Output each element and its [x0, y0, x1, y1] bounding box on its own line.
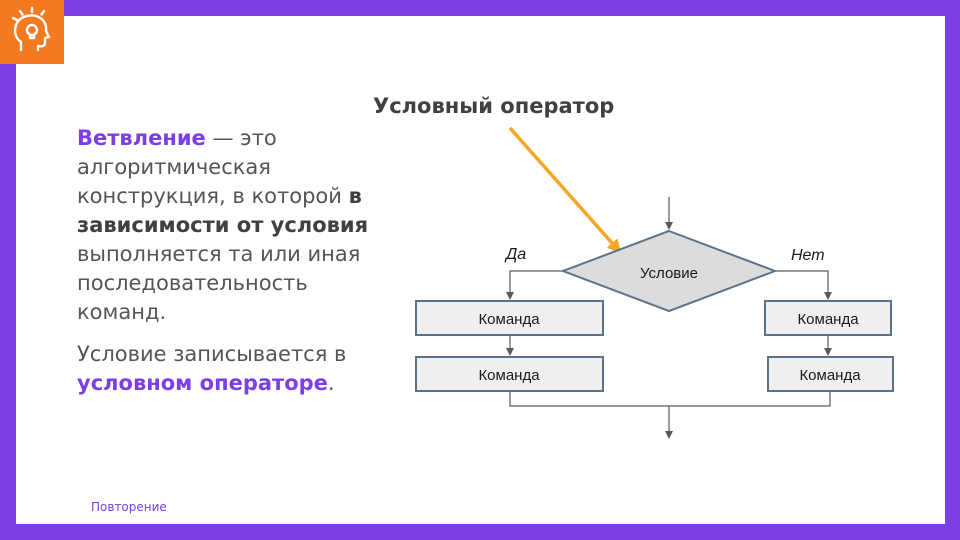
command-text-left-2: Команда: [478, 367, 540, 384]
footer-label: Повторение: [91, 500, 167, 514]
condition-text: Условие: [640, 265, 698, 282]
callout-label-text: Условный оператор: [373, 94, 615, 118]
definition-text: Ветвление — это алгоритмическая конструк…: [77, 124, 387, 398]
callout-label: Условный оператор: [373, 92, 614, 121]
condition-sentence-end: .: [327, 371, 335, 395]
definition-paragraph: Ветвление — это алгоритмическая конструк…: [77, 124, 387, 327]
yes-branch-connector: [506, 270, 563, 300]
command-box-left-1: [415, 300, 604, 336]
command-box-left-2: [415, 356, 604, 392]
definition-emphasis: в зависимости от условия: [77, 184, 369, 237]
term-branching: Ветвление: [77, 126, 206, 150]
condition-diamond: [560, 229, 778, 313]
no-label: Нет: [791, 247, 825, 264]
head-lightbulb-icon: [11, 6, 51, 52]
command-text-right-2: Команда: [799, 367, 861, 384]
term-conditional-operator: условном операторе: [77, 371, 328, 395]
command-text-right-1: Команда: [797, 311, 859, 328]
definition-part-1: — это алгоритмическая конструкция, в кот…: [77, 126, 349, 208]
no-branch-connector: [775, 270, 832, 300]
logo-badge: [0, 0, 64, 64]
condition-paragraph: Условие записывается в условном оператор…: [77, 340, 387, 398]
command-box-right-1: [764, 300, 892, 336]
command-box-right-2: [767, 356, 894, 392]
yes-label: Да: [504, 246, 526, 263]
condition-sentence-start: Условие записывается в: [77, 342, 347, 366]
merge-connector: [509, 391, 831, 407]
definition-part-2: выполняется та или иная последовательнос…: [77, 242, 361, 324]
slide-canvas: [16, 16, 945, 524]
command-text-left-1: Команда: [478, 311, 540, 328]
footer-label-text: Повторение: [91, 500, 167, 514]
callout-arrow: [508, 126, 622, 254]
